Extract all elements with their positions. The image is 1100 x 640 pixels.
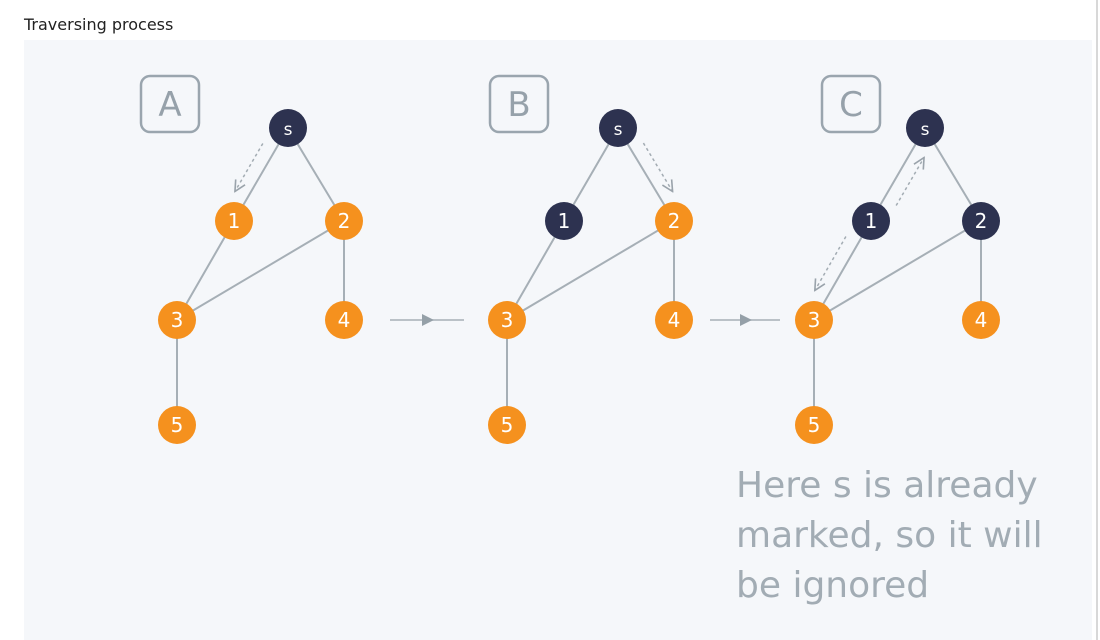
panel-a-node-5: 5: [158, 406, 196, 444]
panel-b-edge-1-3: [506, 220, 565, 321]
panel-c-node-s-label: s: [921, 120, 930, 140]
panel-c-node-4-label: 4: [975, 308, 988, 332]
panel-b-label: B: [507, 85, 530, 125]
panel-c-traversal-arrow-1-3: [815, 236, 847, 291]
note-text-group: Here s is already marked, so it will be ig…: [736, 465, 1043, 606]
panel-a-node-5-circle: [158, 406, 196, 444]
panel-a-traversal-arrow-s-1: [235, 143, 264, 191]
panel-b-node-5-label: 5: [501, 413, 514, 437]
panel-c-node-4-circle: [962, 301, 1000, 339]
panel-a-node-s: s: [269, 109, 307, 147]
panel-b-node-s-circle: [599, 109, 637, 147]
panel-c-label-frame: [820, 74, 882, 134]
note-line-2: marked, so it will: [736, 515, 1043, 556]
panel-a-node-5-label: 5: [171, 413, 184, 437]
panel-c-node-2-label: 2: [975, 209, 988, 233]
panel-b-node-4-circle: [655, 301, 693, 339]
panel-a-node-1: 1: [215, 202, 253, 240]
note-line-1: Here s is already: [736, 465, 1038, 506]
panel-b-node-2: 2: [655, 202, 693, 240]
panel-c-traversal-arrow-1-s: [895, 158, 924, 206]
panel-b-node-5: 5: [488, 406, 526, 444]
panel-a-edge-1-3: [176, 220, 235, 321]
panel-b-node-4: 4: [655, 301, 693, 339]
panel-a-node-3: 3: [158, 301, 196, 339]
panel-c-node-5-circle: [795, 406, 833, 444]
page-title: Traversing process: [24, 15, 174, 34]
panel-b-node-s-label: s: [614, 120, 623, 140]
panel-b-traversal-arrow-s-2: [642, 142, 672, 191]
panel-b-node-1-circle: [545, 202, 583, 240]
panel-c-node-1: 1: [852, 202, 890, 240]
panel-b-node-4-label: 4: [668, 308, 681, 332]
scrollbar-track: [1096, 0, 1098, 640]
panel-a-label-frame: [139, 74, 201, 134]
panel-a-node-2: 2: [325, 202, 363, 240]
panel-c-node-3: 3: [795, 301, 833, 339]
panel-c-node-4: 4: [962, 301, 1000, 339]
panel-b: Bs 1 2 3 4 5: [488, 74, 693, 444]
panel-c-node-5: 5: [795, 406, 833, 444]
panel-c-node-1-circle: [852, 202, 890, 240]
panel-b-node-5-circle: [488, 406, 526, 444]
panel-a-node-4: 4: [325, 301, 363, 339]
panel-a-node-s-label: s: [284, 120, 293, 140]
panel-a-node-1-label: 1: [228, 209, 241, 233]
panel-c-label: C: [839, 85, 863, 125]
panel-b-node-3-label: 3: [501, 308, 514, 332]
panel-a-node-2-circle: [325, 202, 363, 240]
panel-b-label-frame: [488, 74, 550, 134]
panel-a: As 1 2 3 4 5: [139, 74, 363, 444]
note-line-3: be ignored: [736, 565, 929, 606]
panel-c-node-s: s: [906, 109, 944, 147]
panel-a-node-2-label: 2: [338, 209, 351, 233]
panel-a-node-4-circle: [325, 301, 363, 339]
panel-c-node-2: 2: [962, 202, 1000, 240]
panel-c-node-1-label: 1: [865, 209, 878, 233]
flow-arrow-a-b-head: [422, 314, 434, 326]
panel-b-node-3-circle: [488, 301, 526, 339]
panel-c-node-3-label: 3: [808, 308, 821, 332]
panel-a-node-1-circle: [215, 202, 253, 240]
panel-b-node-s: s: [599, 109, 637, 147]
panel-c-node-3-circle: [795, 301, 833, 339]
panel-c-edge-1-3: [813, 220, 872, 321]
panel-b-node-1-label: 1: [558, 209, 571, 233]
panel-b-node-2-label: 2: [668, 209, 681, 233]
panel-c-node-2-circle: [962, 202, 1000, 240]
panel-a-node-4-label: 4: [338, 308, 351, 332]
panel-b-edge-3-2: [506, 220, 675, 321]
panel-c-node-5-label: 5: [808, 413, 821, 437]
panel-c-edge-3-2: [813, 220, 982, 321]
panel-a-node-3-label: 3: [171, 308, 184, 332]
panel-a-edge-3-2: [176, 220, 345, 321]
panel-a-label: A: [158, 85, 181, 125]
panel-b-node-1: 1: [545, 202, 583, 240]
panel-b-node-2-circle: [655, 202, 693, 240]
panel-c: Cs 1 2 3 4 5: [795, 74, 1000, 444]
flow-arrow-b-c-head: [740, 314, 752, 326]
panel-c-node-s-circle: [906, 109, 944, 147]
panel-b-node-3: 3: [488, 301, 526, 339]
panel-a-node-s-circle: [269, 109, 307, 147]
panel-a-node-3-circle: [158, 301, 196, 339]
